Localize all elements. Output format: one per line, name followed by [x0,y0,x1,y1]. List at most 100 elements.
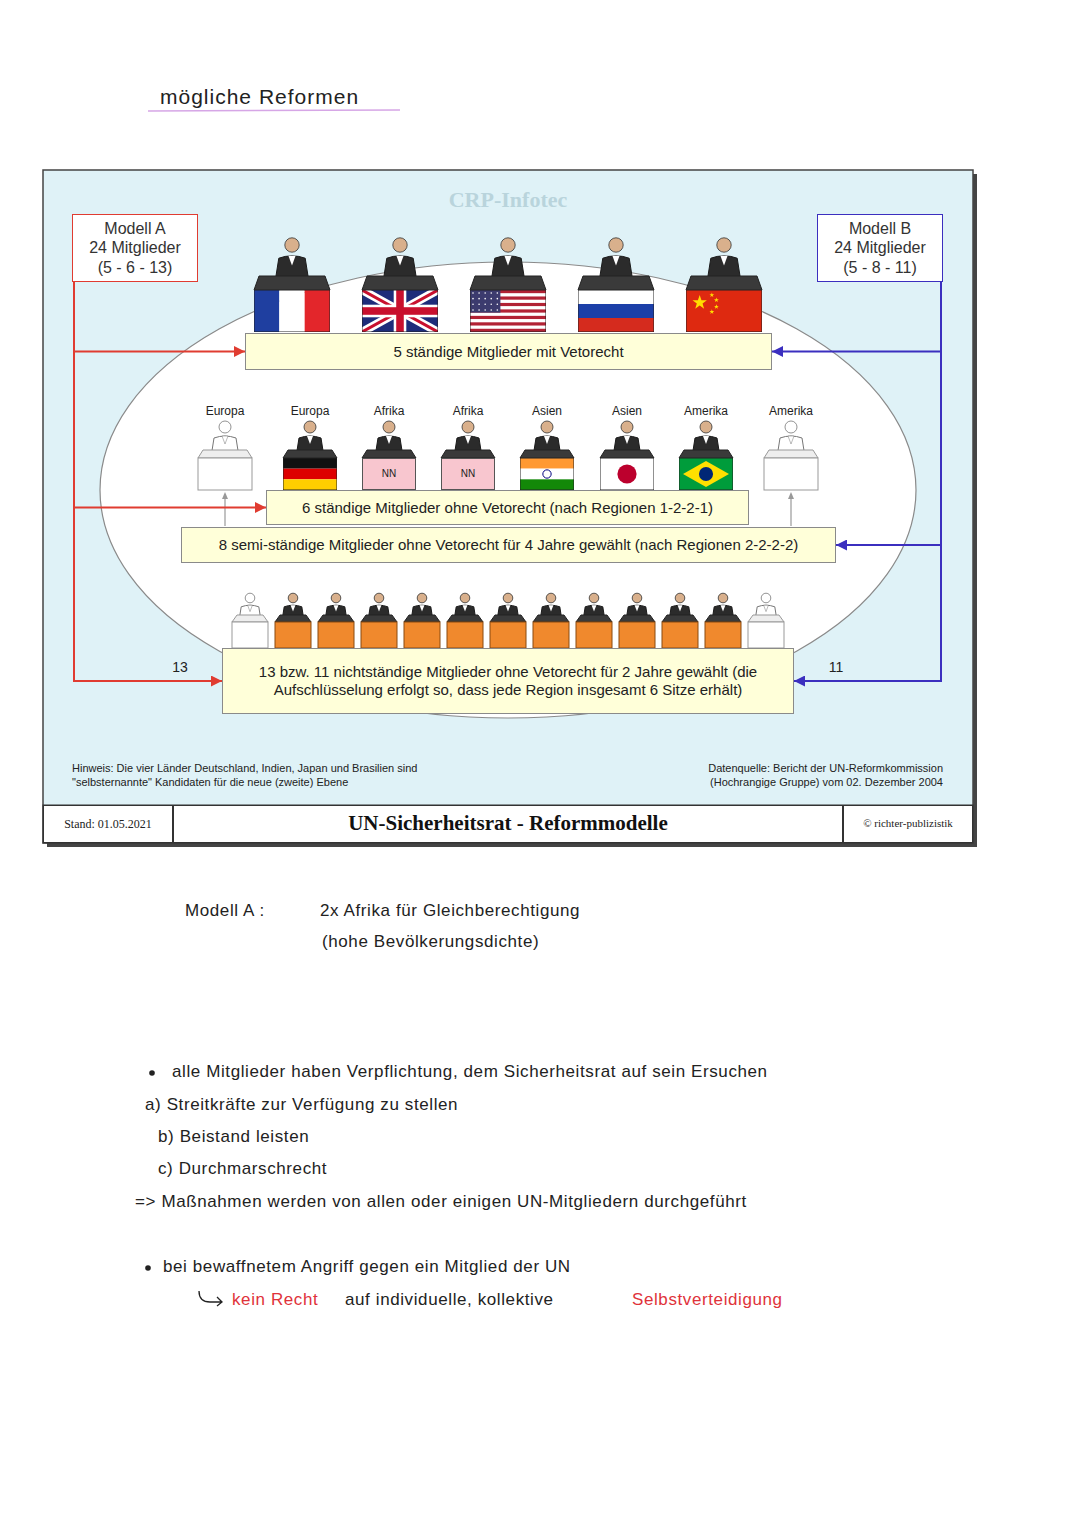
figure-shirt [396,256,403,266]
figure-head [546,593,556,603]
desk-top [275,615,311,622]
desk-front [198,458,252,490]
desk-front [764,458,818,490]
footer-title: UN-Sicherheitsrat - Reformmodelle [173,805,843,843]
figure-head [785,421,797,433]
flag-star [709,293,714,298]
desk-front [533,622,569,648]
handwritten-title: mögliche Reformen [160,85,359,109]
flag-globe [699,467,713,481]
flag-star [478,309,480,311]
figure-head [675,593,685,603]
desk-top [232,615,268,622]
flag-sun [617,464,636,483]
pointer-line [224,498,225,526]
figure-shirt [612,256,619,266]
handwritten-note: Modell A : [185,900,265,921]
figure-head [718,593,728,603]
handwritten-note: c) Durchmarschrecht [158,1158,327,1179]
figure-shirt [592,605,597,611]
flag-star [472,309,474,311]
handwritten-note: auf individuelle, kollektive [345,1289,554,1310]
flag-star [497,292,499,294]
flag-field [520,469,574,480]
flag-star [714,304,719,309]
desk-front [662,622,698,648]
node-text: UN-Sicherheitsrat - Reformmodelle [348,811,668,836]
flag-star [490,304,492,306]
flag-border [686,290,762,332]
flag-star [709,309,714,314]
flag-saltire [362,290,438,332]
flag-border [578,290,654,332]
figure-head [589,593,599,603]
desk-top [362,276,438,290]
desk-top [662,615,698,622]
flag-field [283,458,337,469]
figure-shirt [377,605,382,611]
desk-front [275,622,311,648]
footer-cell: Stand: 01.05.2021 [43,805,173,843]
desk-top [362,450,416,458]
node-text: (5 - 6 - 13) [98,258,173,277]
desk-top [470,276,546,290]
desk-top [705,615,741,622]
desk-front [748,622,784,648]
desk-top [447,615,483,622]
handwritten-note: => Maßnahmen werden von allen oder einig… [135,1191,747,1212]
flag-field [283,479,337,490]
region-label: Europa [291,404,330,419]
figure-shirt [721,605,726,611]
member-figure [275,238,309,281]
flag-star [484,309,486,311]
figure-head [761,593,771,603]
flag-saltire [362,290,438,332]
pointer-head [222,492,228,499]
figure-head [219,421,231,433]
member-band: 5 ständige Mitglieder mit Vetorecht [245,333,772,370]
figure-shirt [307,436,313,444]
region-label: Afrika [453,404,484,419]
flag-star [484,304,486,306]
desk-top [254,276,330,290]
desk-top [198,450,252,458]
desk-front [619,622,655,648]
figure-head [503,593,513,603]
model-arrow [794,282,941,681]
desk-top [441,450,495,458]
member-band: 6 ständige Mitglieder ohne Vetorecht (na… [266,490,749,525]
figure-head [632,593,642,603]
flag-star [714,298,719,303]
model-arrow [74,282,222,681]
flag-field [520,479,574,490]
region-label: Europa [206,404,245,419]
flag-star [497,298,499,300]
figure-head [717,238,731,252]
flag-field [686,290,762,332]
figure-head [285,238,299,252]
watermark: CRP-Infotec [449,186,568,214]
desk-top [283,450,337,458]
flag-star [490,309,492,311]
model-box: Modell A24 Mitglieder(5 - 6 - 13) [72,214,198,282]
node-text: 24 Mitglieder [834,238,926,257]
desk-top [318,615,354,622]
figure-shirt [544,436,550,444]
flag-star [497,304,499,306]
source-text: Datenquelle: Bericht der UN-Reformkommis… [653,762,943,790]
flag-border [362,290,438,332]
flag [470,290,546,332]
member-band: 8 semi-ständige Mitglieder ohne Vetorech… [181,527,836,563]
flag-border [470,290,546,332]
node-text: 6 ständige Mitglieder ohne Vetorecht (na… [302,499,713,517]
flag-border [679,458,733,490]
flag-saltire [362,290,438,332]
bullet [149,1070,155,1076]
figure-head [245,593,255,603]
figure-head [700,421,712,433]
desk-top [578,276,654,290]
handwritten-note: b) Beistand leisten [158,1126,309,1147]
desk-top [619,615,655,622]
flag-star [692,295,706,309]
figure-shirt [465,436,471,444]
